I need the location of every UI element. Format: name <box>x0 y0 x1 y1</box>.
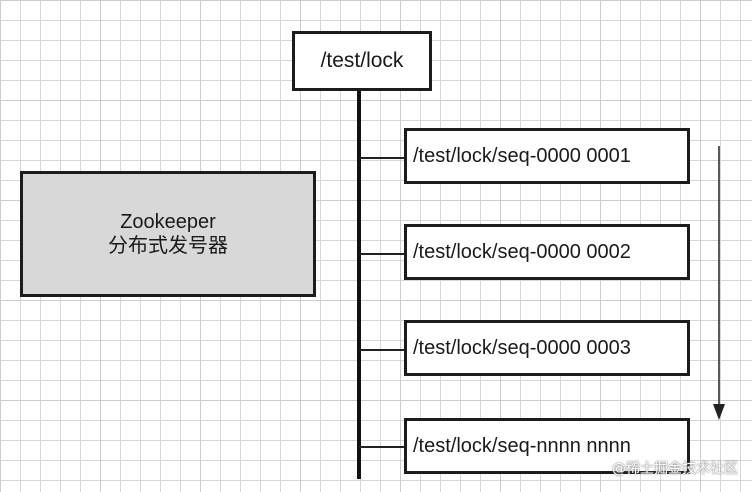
sequence-node-label: /test/lock/seq-0000 0001 <box>413 144 631 167</box>
sequence-order-arrow-icon <box>713 146 725 420</box>
watermark-text: @稀土掘金技术社区 <box>612 461 738 477</box>
sequence-node-box-4: /test/lock/seq-nnnn nnnn <box>404 418 690 474</box>
sequence-node-label: /test/lock/seq-nnnn nnnn <box>413 434 631 457</box>
sequence-node-label: /test/lock/seq-0000 0003 <box>413 336 631 359</box>
branch-line-3 <box>359 349 404 351</box>
sequence-node-box-2: /test/lock/seq-0000 0002 <box>404 224 690 280</box>
branch-line-4 <box>359 446 404 448</box>
root-node-box: /test/lock <box>292 31 432 91</box>
generator-title: Zookeeper <box>120 211 216 233</box>
branch-line-1 <box>359 157 404 159</box>
sequence-node-box-1: /test/lock/seq-0000 0001 <box>404 128 690 184</box>
sequence-node-box-3: /test/lock/seq-0000 0003 <box>404 320 690 376</box>
tree-trunk-line <box>357 91 361 479</box>
zookeeper-generator-box: Zookeeper 分布式发号器 <box>20 171 316 297</box>
generator-subtitle: 分布式发号器 <box>108 235 228 257</box>
sequence-node-label: /test/lock/seq-0000 0002 <box>413 240 631 263</box>
root-node-label: /test/lock <box>320 49 404 72</box>
branch-line-2 <box>359 253 404 255</box>
